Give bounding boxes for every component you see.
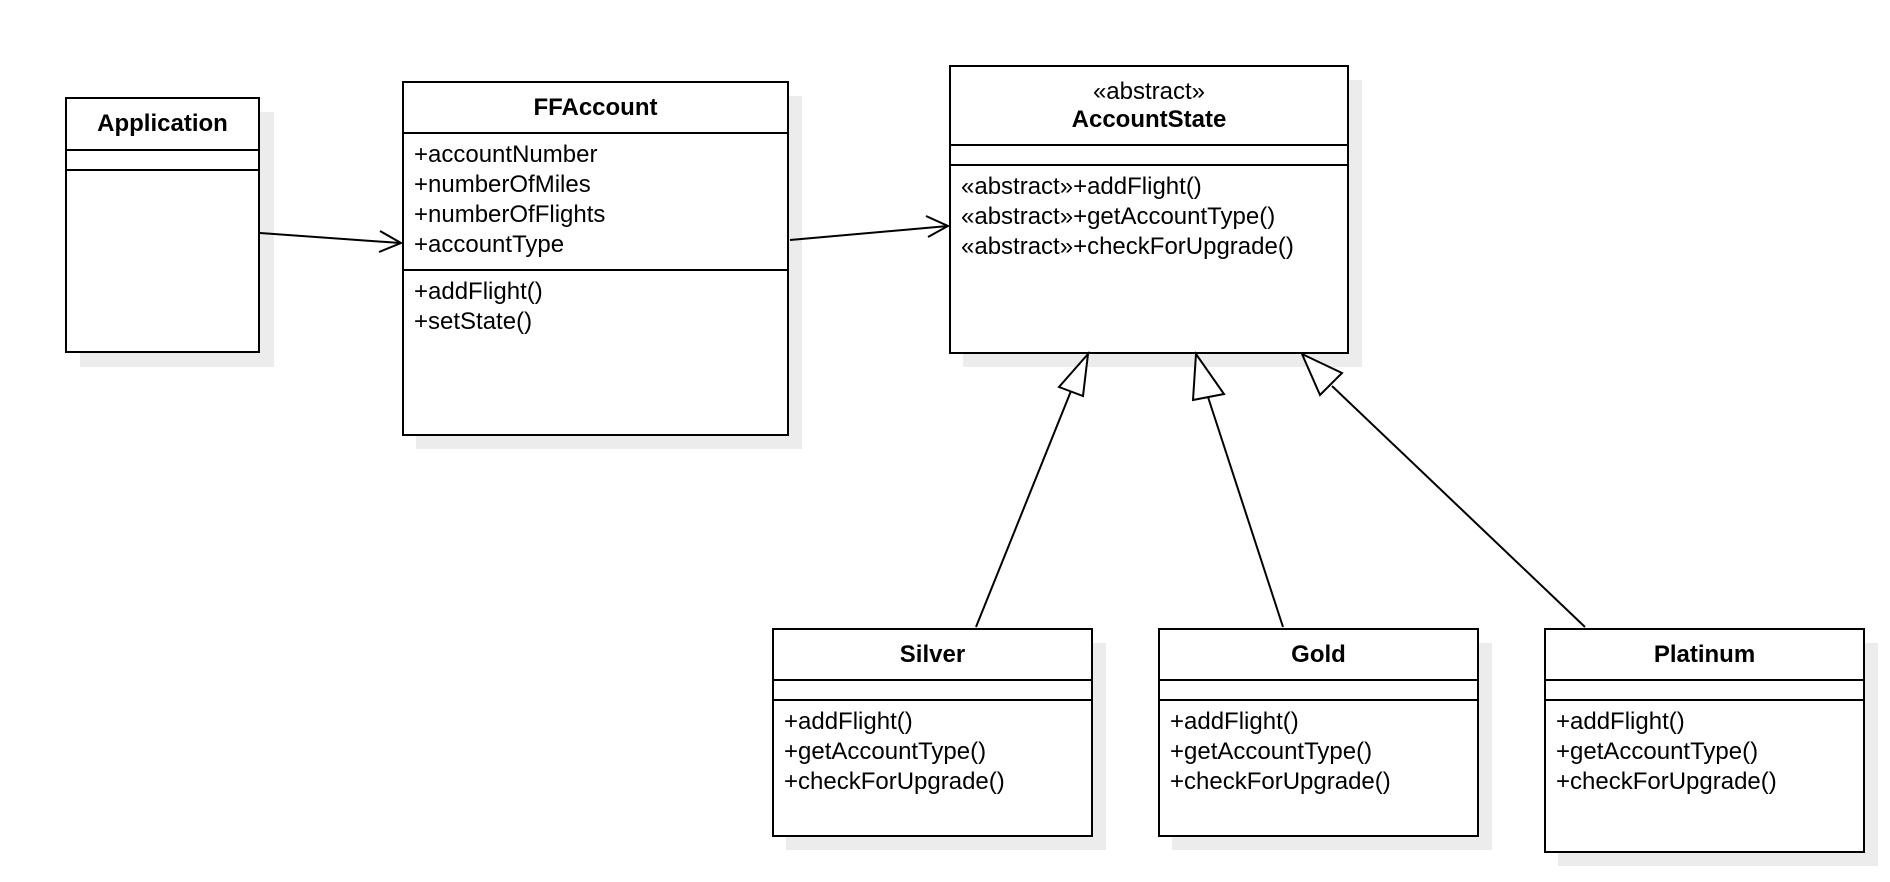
class-header: «abstract» AccountState [951, 67, 1347, 146]
class-header: Application [67, 99, 258, 151]
class-name: Gold [1291, 640, 1346, 668]
generalization-triangle-icon [1191, 351, 1226, 402]
generalization-triangle-icon [1300, 351, 1344, 397]
generalization-platinum-accountstate [1331, 385, 1586, 628]
operation-item: +addFlight() [784, 708, 913, 735]
class-platinum[interactable]: Platinum +addFlight() +getAccountType() … [1544, 628, 1865, 853]
attribute-item: +numberOfMiles [414, 171, 591, 198]
class-operations: +addFlight() +getAccountType() +checkFor… [1160, 701, 1477, 803]
class-gold[interactable]: Gold +addFlight() +getAccountType() +che… [1158, 628, 1479, 837]
class-operations: +addFlight() +getAccountType() +checkFor… [1546, 701, 1863, 803]
operation-item: +checkForUpgrade() [1170, 768, 1391, 795]
operation-item: «abstract»+getAccountType() [961, 203, 1276, 230]
class-stereotype: «abstract» [1092, 77, 1206, 105]
operation-item: +checkForUpgrade() [1556, 768, 1777, 795]
class-name: Silver [899, 640, 966, 668]
generalization-gold-accountstate [1207, 396, 1284, 628]
class-name: Platinum [1653, 640, 1756, 668]
class-attributes [774, 681, 1091, 701]
class-name: AccountState [1071, 105, 1227, 133]
attribute-item: +numberOfFlights [414, 201, 606, 228]
class-name: FFAccount [533, 93, 658, 121]
operation-item: +addFlight() [414, 278, 543, 305]
operation-item: +addFlight() [1556, 708, 1685, 735]
class-header: Gold [1160, 630, 1477, 681]
operation-item: «abstract»+addFlight() [961, 173, 1202, 200]
operation-item: +addFlight() [1170, 708, 1299, 735]
operation-item: +getAccountType() [1556, 738, 1759, 765]
class-name: Application [97, 110, 228, 137]
association-application-ffaccount [259, 232, 401, 244]
class-silver[interactable]: Silver +addFlight() +getAccountType() +c… [772, 628, 1093, 837]
class-header: Platinum [1546, 630, 1863, 681]
attribute-item: +accountType [414, 231, 565, 258]
operation-item: +getAccountType() [784, 738, 987, 765]
class-attributes [1546, 681, 1863, 701]
class-application[interactable]: Application [65, 97, 260, 353]
class-header: Silver [774, 630, 1091, 681]
class-attributes [951, 146, 1347, 166]
class-ffaccount[interactable]: FFAccount +accountNumber +numberOfMiles … [402, 81, 789, 436]
class-header: FFAccount [404, 83, 787, 134]
operation-item: +setState() [414, 308, 533, 335]
class-operations: +addFlight() +setState() [404, 271, 787, 343]
class-attributes [67, 151, 258, 171]
class-attributes [1160, 681, 1477, 701]
generalization-silver-accountstate [975, 390, 1072, 628]
class-accountstate[interactable]: «abstract» AccountState «abstract»+addFl… [949, 65, 1349, 354]
operation-item: «abstract»+checkForUpgrade() [961, 233, 1294, 260]
operation-item: +getAccountType() [1170, 738, 1373, 765]
association-arrowhead-icon [925, 215, 951, 238]
association-arrowhead-icon [378, 230, 404, 253]
class-attributes: +accountNumber +numberOfMiles +numberOfF… [404, 134, 787, 271]
class-operations: +addFlight() +getAccountType() +checkFor… [774, 701, 1091, 803]
association-ffaccount-accountstate [789, 225, 949, 241]
class-operations: «abstract»+addFlight() «abstract»+getAcc… [951, 166, 1347, 268]
attribute-item: +accountNumber [414, 141, 598, 168]
operation-item: +checkForUpgrade() [784, 768, 1005, 795]
generalization-triangle-icon [1057, 350, 1090, 398]
